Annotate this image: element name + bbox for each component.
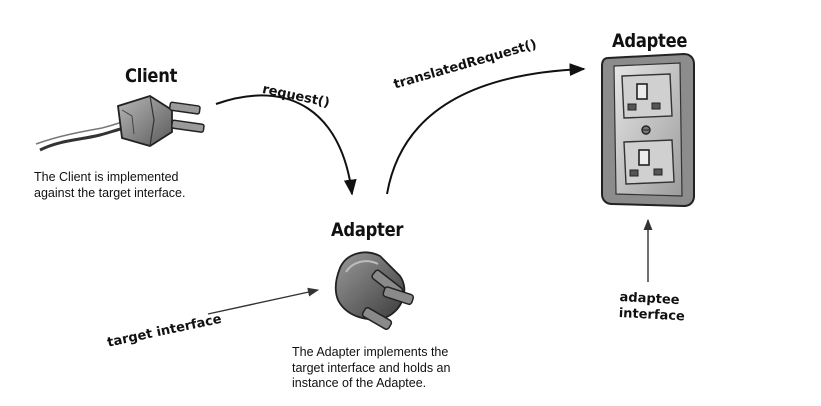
adapter-caption-line-3: instance of the Adaptee.	[292, 376, 427, 390]
adapter-caption: The Adapter implements the target interf…	[292, 345, 450, 392]
request-arrow	[215, 94, 357, 196]
adapter-title: Adapter	[331, 219, 404, 241]
client-title: Client	[125, 65, 178, 87]
adapter-caption-line-1: The Adapter implements the	[292, 345, 449, 359]
adapter-caption-line-2: target interface and holds an	[292, 360, 451, 375]
adaptee-title: Adaptee	[612, 30, 688, 52]
client-caption-line-1: The Client is implemented	[34, 170, 179, 184]
client-plug-icon	[35, 95, 205, 152]
target-interface-arrow	[207, 287, 320, 315]
adaptee-interface-label: adaptee interface	[618, 290, 686, 325]
wall-outlet-icon	[601, 52, 695, 208]
translated-request-arrow	[386, 63, 586, 195]
client-caption-line-2: against the target interface.	[34, 185, 186, 200]
adapter-plug-icon	[334, 251, 415, 330]
client-caption: The Client is implemented against the ta…	[34, 170, 185, 201]
adaptee-interface-label-line-2: interface	[618, 305, 686, 325]
